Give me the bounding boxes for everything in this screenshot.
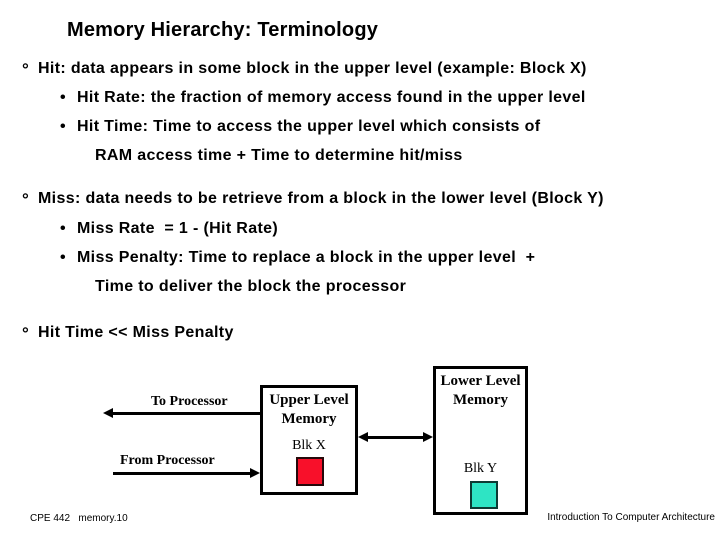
bullet-text: Miss Rate = 1 - (Hit Rate) (77, 220, 279, 237)
bullet-miss-rate: • Miss Rate = 1 - (Hit Rate) (0, 220, 720, 242)
footer-course-title: Introduction To Computer Architecture (547, 512, 715, 523)
transfer-arrow-line (364, 436, 428, 439)
bullet-text: Hit Rate: the fraction of memory access … (77, 89, 586, 106)
bullet-text: Hit: data appears in some block in the u… (38, 60, 587, 77)
to-processor-arrow-line (110, 412, 260, 415)
footer-course-label: CPE 442 memory.10 (30, 513, 128, 524)
bullet-miss: ° Miss: data needs to be retrieve from a… (0, 190, 720, 212)
arrowhead-right-icon (250, 468, 260, 478)
bullet-hit-vs-miss: ° Hit Time << Miss Penalty (0, 324, 720, 346)
degree-bullet-icon: ° (22, 60, 30, 79)
bullet-text: Hit Time << Miss Penalty (38, 324, 234, 341)
dot-bullet-icon: • (60, 118, 66, 135)
bullet-text: Miss: data needs to be retrieve from a b… (38, 190, 604, 207)
bullet-hit: ° Hit: data appears in some block in the… (0, 60, 720, 82)
blk-y-label: Blk Y (463, 461, 498, 476)
bullet-hit-time: • Hit Time: Time to access the upper lev… (0, 118, 720, 140)
to-processor-label: To Processor (151, 394, 228, 409)
from-processor-label: From Processor (120, 453, 215, 468)
upper-level-memory-box: Upper Level Memory Blk X (260, 385, 358, 495)
bullet-text: Hit Time: Time to access the upper level… (77, 118, 541, 135)
bullet-miss-penalty-cont: Time to deliver the block the processor (0, 278, 720, 300)
lower-level-memory-box: Lower Level Memory Blk Y (433, 366, 528, 515)
bullet-text: RAM access time + Time to determine hit/… (95, 147, 463, 164)
arrowhead-right-icon (423, 432, 433, 442)
bullet-hit-time-cont: RAM access time + Time to determine hit/… (0, 147, 720, 169)
bullet-text: Miss Penalty: Time to replace a block in… (77, 249, 536, 266)
bullet-text: Time to deliver the block the processor (95, 278, 407, 295)
dot-bullet-icon: • (60, 89, 66, 106)
bullet-miss-penalty: • Miss Penalty: Time to replace a block … (0, 249, 720, 271)
blk-x-label: Blk X (292, 438, 326, 453)
arrowhead-left-icon (103, 408, 113, 418)
blk-x-square (296, 457, 324, 486)
bullet-hit-rate: • Hit Rate: the fraction of memory acces… (0, 89, 720, 111)
from-processor-arrow-line (113, 472, 252, 475)
dot-bullet-icon: • (60, 249, 66, 266)
degree-bullet-icon: ° (22, 324, 30, 343)
degree-bullet-icon: ° (22, 190, 30, 209)
blk-y-square (470, 481, 498, 509)
lower-level-memory-label: Lower Level Memory (440, 373, 521, 408)
dot-bullet-icon: • (60, 220, 66, 237)
slide-title: Memory Hierarchy: Terminology (67, 19, 379, 41)
upper-level-memory-label: Upper Level Memory (269, 392, 349, 427)
arrowhead-left-icon (358, 432, 368, 442)
